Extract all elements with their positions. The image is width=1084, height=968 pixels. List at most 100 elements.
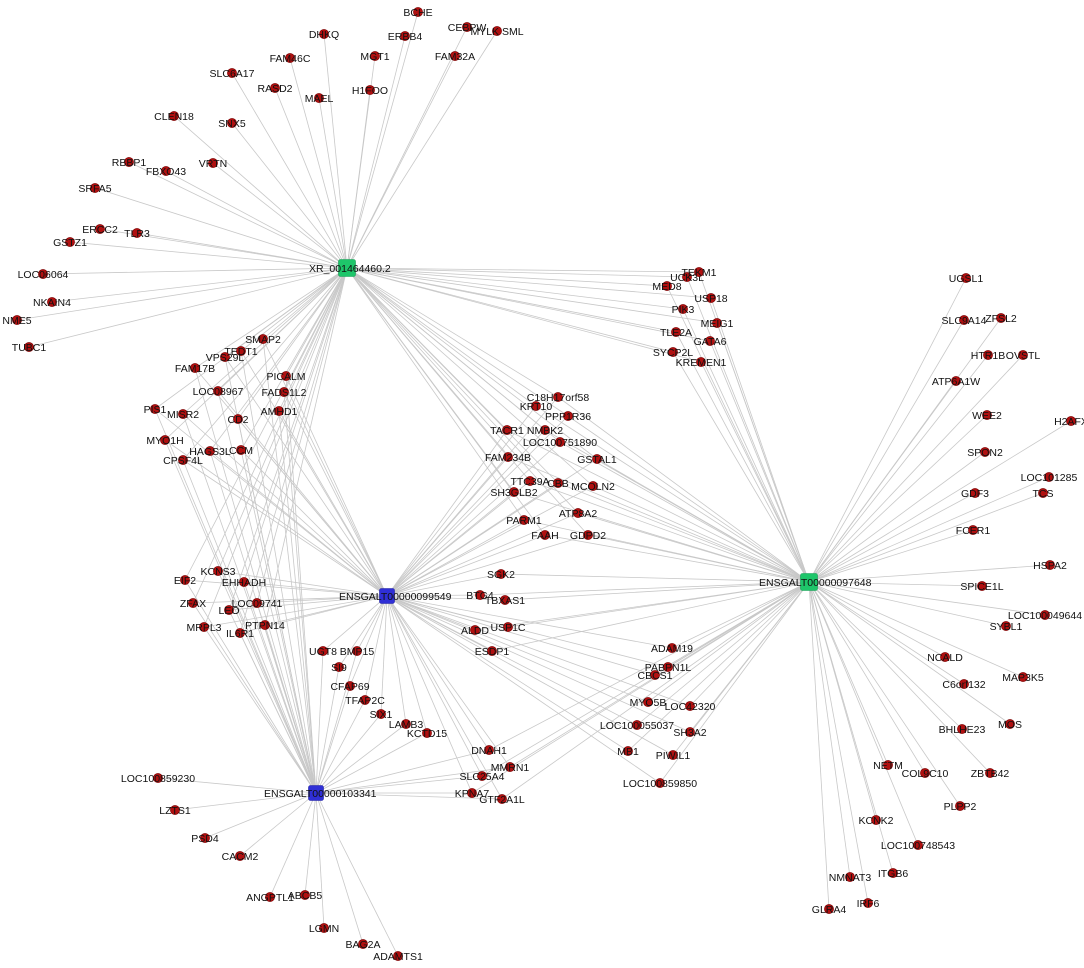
gene-node-loc100055037[interactable]: LOC100055037 xyxy=(600,720,674,732)
gene-dot[interactable] xyxy=(345,681,355,691)
gene-node-fads1l2[interactable]: FADS1L2 xyxy=(262,387,307,399)
gene-node-esdp1[interactable]: ESDP1 xyxy=(475,646,510,658)
gene-node-ugsl1[interactable]: UGSL1 xyxy=(949,273,984,285)
gene-dot[interactable] xyxy=(274,406,284,416)
gene-dot[interactable] xyxy=(519,515,529,525)
gene-dot[interactable] xyxy=(1044,472,1054,482)
gene-node-fbxo43[interactable]: FBXO43 xyxy=(146,166,186,178)
gene-dot[interactable] xyxy=(188,598,198,608)
gene-dot[interactable] xyxy=(845,872,855,882)
gene-dot[interactable] xyxy=(235,628,245,638)
gene-dot[interactable] xyxy=(150,404,160,414)
gene-dot[interactable] xyxy=(393,951,403,961)
gene-dot[interactable] xyxy=(334,662,344,672)
gene-node-srfa5[interactable]: SRFA5 xyxy=(78,183,111,195)
gene-dot[interactable] xyxy=(525,476,535,486)
gene-dot[interactable] xyxy=(540,530,550,540)
gene-node-slc25a4[interactable]: SLC25A4 xyxy=(460,771,505,783)
hub-node-e99549[interactable]: ENSGALT00000099549 xyxy=(339,588,452,604)
gene-dot[interactable] xyxy=(685,701,695,711)
hub-square[interactable] xyxy=(338,259,356,277)
gene-dot[interactable] xyxy=(376,709,386,719)
hub-node-e103341[interactable]: ENSGALT00000103341 xyxy=(264,785,377,801)
gene-dot[interactable] xyxy=(685,727,695,737)
gene-dot[interactable] xyxy=(319,29,329,39)
gene-dot[interactable] xyxy=(502,425,512,435)
gene-dot[interactable] xyxy=(496,569,506,579)
gene-node-mmrn1[interactable]: MMRN1 xyxy=(491,762,530,774)
gene-dot[interactable] xyxy=(996,313,1006,323)
gene-node-ercc2[interactable]: ERCC2 xyxy=(82,224,118,236)
hub-square[interactable] xyxy=(800,573,818,591)
gene-node-pis1[interactable]: PIS1 xyxy=(144,404,167,416)
gene-dot[interactable] xyxy=(643,697,653,707)
gene-dot[interactable] xyxy=(180,575,190,585)
gene-node-cfap69[interactable]: CFAP69 xyxy=(330,681,369,693)
gene-node-kctd15[interactable]: KCTD15 xyxy=(407,728,447,740)
gene-dot[interactable] xyxy=(1018,350,1028,360)
gene-dot[interactable] xyxy=(920,768,930,778)
gene-node-ttc39a[interactable]: TTC39A xyxy=(510,476,549,488)
gene-dot[interactable] xyxy=(563,411,573,421)
gene-node-clen18[interactable]: CLEN18 xyxy=(154,111,194,123)
gene-dot[interactable] xyxy=(450,51,460,61)
gene-dot[interactable] xyxy=(863,898,873,908)
gene-node-loc06064[interactable]: LOC06064 xyxy=(18,269,69,281)
gene-dot[interactable] xyxy=(462,22,472,32)
gene-node-hspa2[interactable]: HSPA2 xyxy=(1033,560,1067,572)
gene-dot[interactable] xyxy=(178,455,188,465)
gene-node-fcer1[interactable]: FCER1 xyxy=(956,525,991,537)
gene-dot[interactable] xyxy=(500,595,510,605)
gene-dot[interactable] xyxy=(982,410,992,420)
gene-node-mb1[interactable]: MB1 xyxy=(617,746,639,758)
hub-node-e97648[interactable]: ENSGALT00000097648 xyxy=(759,573,872,591)
gene-node-wee2[interactable]: WEE2 xyxy=(972,410,1002,422)
gene-node-adam19[interactable]: ADAM19 xyxy=(651,643,693,655)
gene-node-erbb4[interactable]: ERBB4 xyxy=(388,31,423,43)
gene-node-tbxas1[interactable]: TBXAS1 xyxy=(485,595,525,607)
hub-square[interactable] xyxy=(308,785,324,801)
gene-node-h1foo[interactable]: H1FOO xyxy=(352,85,388,97)
gene-node-gdpd2[interactable]: GDPD2 xyxy=(570,530,606,542)
gene-dot[interactable] xyxy=(985,768,995,778)
gene-node-fam32a[interactable]: FAM32A xyxy=(435,51,475,63)
gene-dot[interactable] xyxy=(239,577,249,587)
gene-node-loc100748543[interactable]: LOC100748543 xyxy=(881,840,955,852)
gene-node-fam234b[interactable]: FAM234B xyxy=(485,452,531,464)
gene-node-loc09741[interactable]: LOC09741 xyxy=(232,598,283,610)
gene-node-bche[interactable]: BCHE xyxy=(403,7,432,19)
gene-node-sh3glb2[interactable]: SH3GLB2 xyxy=(490,487,537,499)
gene-node-il6r1[interactable]: IL6R1 xyxy=(226,628,254,640)
gene-dot[interactable] xyxy=(160,435,170,445)
gene-dot[interactable] xyxy=(252,598,262,608)
gene-dot[interactable] xyxy=(318,646,328,656)
gene-node-mcoln2[interactable]: MCOLN2 xyxy=(571,481,615,493)
gene-dot[interactable] xyxy=(124,157,134,167)
gene-dot[interactable] xyxy=(505,762,515,772)
gene-node-htr1b[interactable]: HTR1B xyxy=(971,350,1005,362)
gene-node-tekm1[interactable]: TEKM1 xyxy=(681,267,716,279)
gene-dot[interactable] xyxy=(583,530,593,540)
gene-dot[interactable] xyxy=(503,622,513,632)
gene-node-vrtn[interactable]: VRTN xyxy=(199,158,227,170)
gene-node-misr2[interactable]: MISR2 xyxy=(167,409,199,421)
gene-dot[interactable] xyxy=(260,620,270,630)
gene-node-zfsl2[interactable]: ZFSL2 xyxy=(985,313,1017,325)
gene-dot[interactable] xyxy=(668,347,678,357)
gene-dot[interactable] xyxy=(220,352,230,362)
gene-node-ppp1r36[interactable]: PPP1R36 xyxy=(545,411,591,423)
gene-dot[interactable] xyxy=(285,53,295,63)
gene-node-h2afx[interactable]: H2AFX xyxy=(1054,416,1084,428)
gene-node-eif2[interactable]: EIF2 xyxy=(174,575,196,587)
gene-dot[interactable] xyxy=(413,7,423,17)
gene-node-rbbp1[interactable]: RBBP1 xyxy=(112,157,147,169)
gene-node-plpp2[interactable]: PLPP2 xyxy=(944,801,977,813)
gene-dot[interactable] xyxy=(696,357,706,367)
gene-node-nmbk2[interactable]: NMBK2 xyxy=(527,425,563,437)
gene-dot[interactable] xyxy=(153,773,163,783)
gene-node-loc101285[interactable]: LOC101285 xyxy=(1021,472,1078,484)
gene-dot[interactable] xyxy=(968,525,978,535)
gene-dot[interactable] xyxy=(169,111,179,121)
gene-dot[interactable] xyxy=(1001,621,1011,631)
gene-node-rasd2[interactable]: RASD2 xyxy=(257,83,292,95)
